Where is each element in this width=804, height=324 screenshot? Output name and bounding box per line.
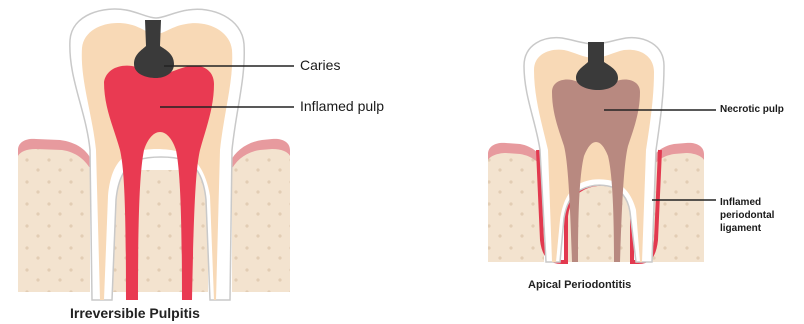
apical-periodontitis-figure [488, 38, 716, 262]
label-necrotic-pulp: Necrotic pulp [720, 104, 784, 115]
label-caries: Caries [300, 57, 340, 73]
caption-irreversible-pulpitis: Irreversible Pulpitis [70, 305, 200, 321]
irreversible-pulpitis-figure [18, 9, 294, 300]
caption-apical-periodontitis: Apical Periodontitis [528, 279, 631, 291]
label-inflamed-periodontal-ligament: Inflamed periodontal ligament [720, 196, 800, 235]
bone-right-a [488, 146, 544, 262]
label-inflamed-pulp: Inflamed pulp [300, 98, 384, 114]
